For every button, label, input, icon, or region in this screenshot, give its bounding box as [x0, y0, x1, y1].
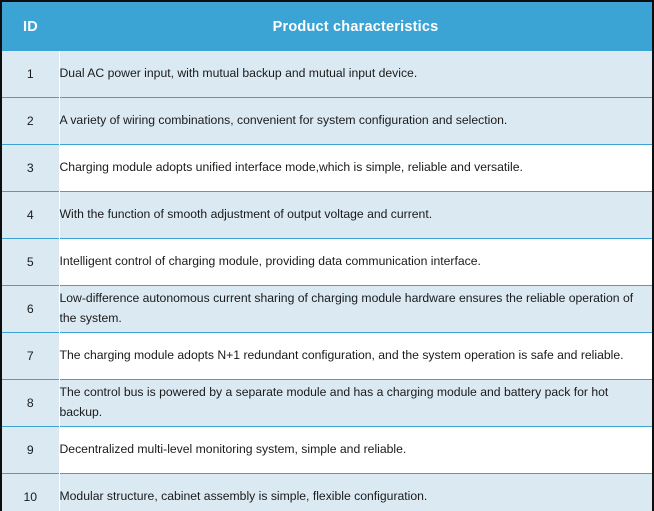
cell-product-characteristic: Charging module adopts unified interface… [59, 144, 652, 192]
cell-id: 4 [2, 191, 60, 239]
cell-id: 1 [2, 51, 60, 98]
cell-product-characteristic: Modular structure, cabinet assembly is s… [59, 473, 652, 511]
cell-product-characteristic: With the function of smooth adjustment o… [59, 191, 652, 239]
column-header-id: ID [2, 2, 59, 51]
cell-id: 8 [2, 379, 60, 427]
cell-product-characteristic: The charging module adopts N+1 redundant… [59, 332, 652, 380]
cell-product-characteristic: Dual AC power input, with mutual backup … [59, 51, 652, 98]
column-header-product-characteristics: Product characteristics [59, 2, 652, 51]
cell-id: 7 [2, 332, 60, 380]
cell-id: 3 [2, 144, 60, 192]
cell-id: 2 [2, 97, 60, 145]
cell-product-characteristic: Intelligent control of charging module, … [59, 238, 652, 286]
table-header: ID Product characteristics [2, 2, 652, 51]
cell-product-characteristic: The control bus is powered by a separate… [59, 379, 652, 427]
table-header-row: ID Product characteristics [2, 2, 652, 51]
cell-product-characteristic: A variety of wiring combinations, conven… [59, 97, 652, 145]
cell-product-characteristic: Low-difference autonomous current sharin… [59, 285, 652, 333]
cell-product-characteristic: Decentralized multi-level monitoring sys… [59, 426, 652, 474]
cell-id: 10 [2, 473, 60, 511]
cell-id: 9 [2, 426, 60, 474]
cell-id: 6 [2, 285, 60, 333]
cell-id: 5 [2, 238, 60, 286]
